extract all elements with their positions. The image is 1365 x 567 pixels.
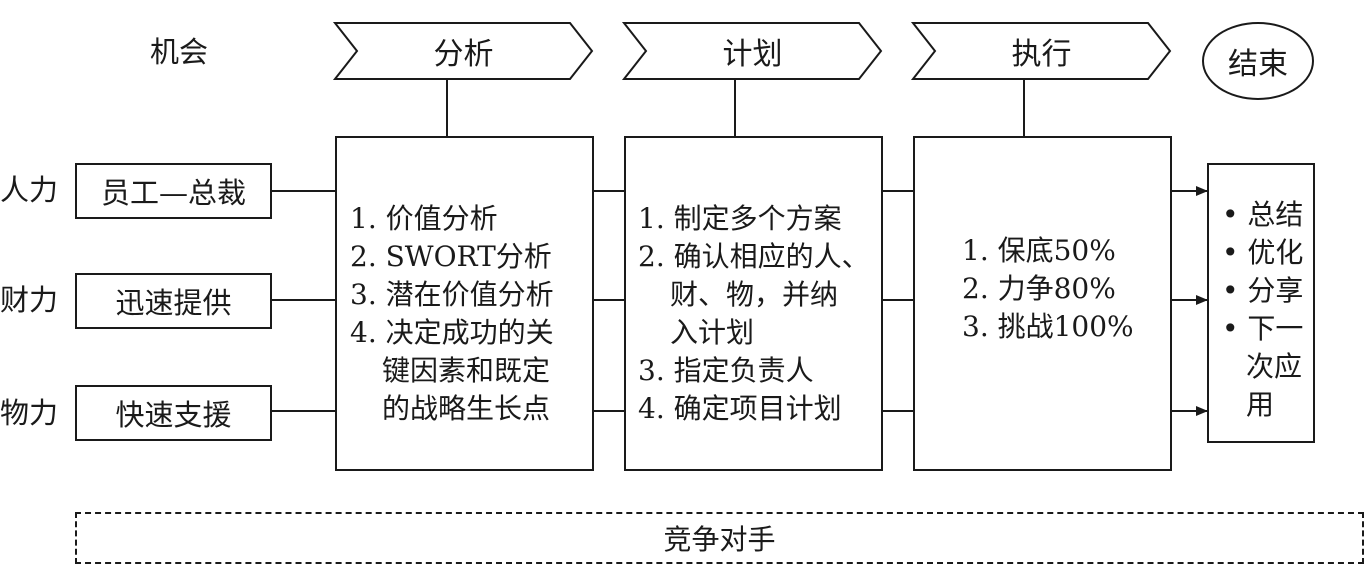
resource-label-finance: 财力 xyxy=(0,283,59,317)
analysis-line-1: 1. 价值分析 xyxy=(350,202,498,235)
execution-line-3: 3. 挑战100% xyxy=(962,310,1134,343)
analysis-line-3: 3. 潜在价值分析 xyxy=(350,278,554,311)
analysis-line-4: 4. 决定成功的关 xyxy=(350,316,554,349)
plan-text: 1. 制定多个方案 2. 确认相应的人、 财、物，并纳 入计划 3. 指定负责人… xyxy=(638,200,870,428)
summary-line-3: • 分享 xyxy=(1222,274,1304,307)
plan-box xyxy=(624,136,883,471)
resource-box-hr: 员工—总裁 xyxy=(75,163,272,219)
plan-line-2: 2. 确认相应的人、 xyxy=(638,240,870,273)
summary-line-1: • 总结 xyxy=(1222,198,1304,231)
summary-line-4: • 下一 xyxy=(1222,312,1304,345)
resource-box-material: 快速支援 xyxy=(75,385,272,441)
plan-line-6: 4. 确定项目计划 xyxy=(638,392,842,425)
end-circle: 结束 xyxy=(1202,22,1314,100)
analysis-box xyxy=(335,136,594,471)
resource-label-material: 物力 xyxy=(0,396,59,430)
opportunity-label: 机会 xyxy=(150,35,209,69)
analysis-line-6: 的战略生长点 xyxy=(382,392,551,425)
summary-line-6: 用 xyxy=(1246,388,1275,421)
chevron-plan-shape xyxy=(621,22,883,80)
phase-analysis-label: 分析 xyxy=(433,37,494,72)
summary-text: • 总结 • 优化 • 分享 • 下一 次应 用 xyxy=(1222,196,1303,424)
phase-execute-label: 执行 xyxy=(1011,37,1072,72)
analysis-line-5: 键因素和既定 xyxy=(382,354,551,387)
plan-line-5: 3. 指定负责人 xyxy=(638,354,814,387)
plan-line-1: 1. 制定多个方案 xyxy=(638,202,842,235)
execution-box xyxy=(913,136,1172,471)
plan-line-4: 入计划 xyxy=(670,316,755,349)
execution-line-2: 2. 力争80% xyxy=(962,272,1116,305)
summary-line-2: • 优化 xyxy=(1222,236,1304,269)
chevron-execute-shape xyxy=(910,22,1172,80)
resource-label-hr: 人力 xyxy=(0,173,59,207)
summary-line-5: 次应 xyxy=(1246,350,1303,383)
chevron-analysis-shape xyxy=(332,22,594,80)
execution-text: 1. 保底50% 2. 力争80% 3. 挑战100% xyxy=(962,232,1134,346)
plan-line-3: 财、物，并纳 xyxy=(670,278,839,311)
analysis-line-2: 2. SWORT分析 xyxy=(350,240,552,273)
execution-line-1: 1. 保底50% xyxy=(962,234,1116,267)
competitor-bar: 竞争对手 xyxy=(75,512,1364,564)
phase-plan-label: 计划 xyxy=(722,37,783,72)
analysis-text: 1. 价值分析 2. SWORT分析 3. 潜在价值分析 4. 决定成功的关 键… xyxy=(350,200,554,428)
resource-box-finance: 迅速提供 xyxy=(75,273,272,329)
summary-box xyxy=(1207,163,1315,443)
